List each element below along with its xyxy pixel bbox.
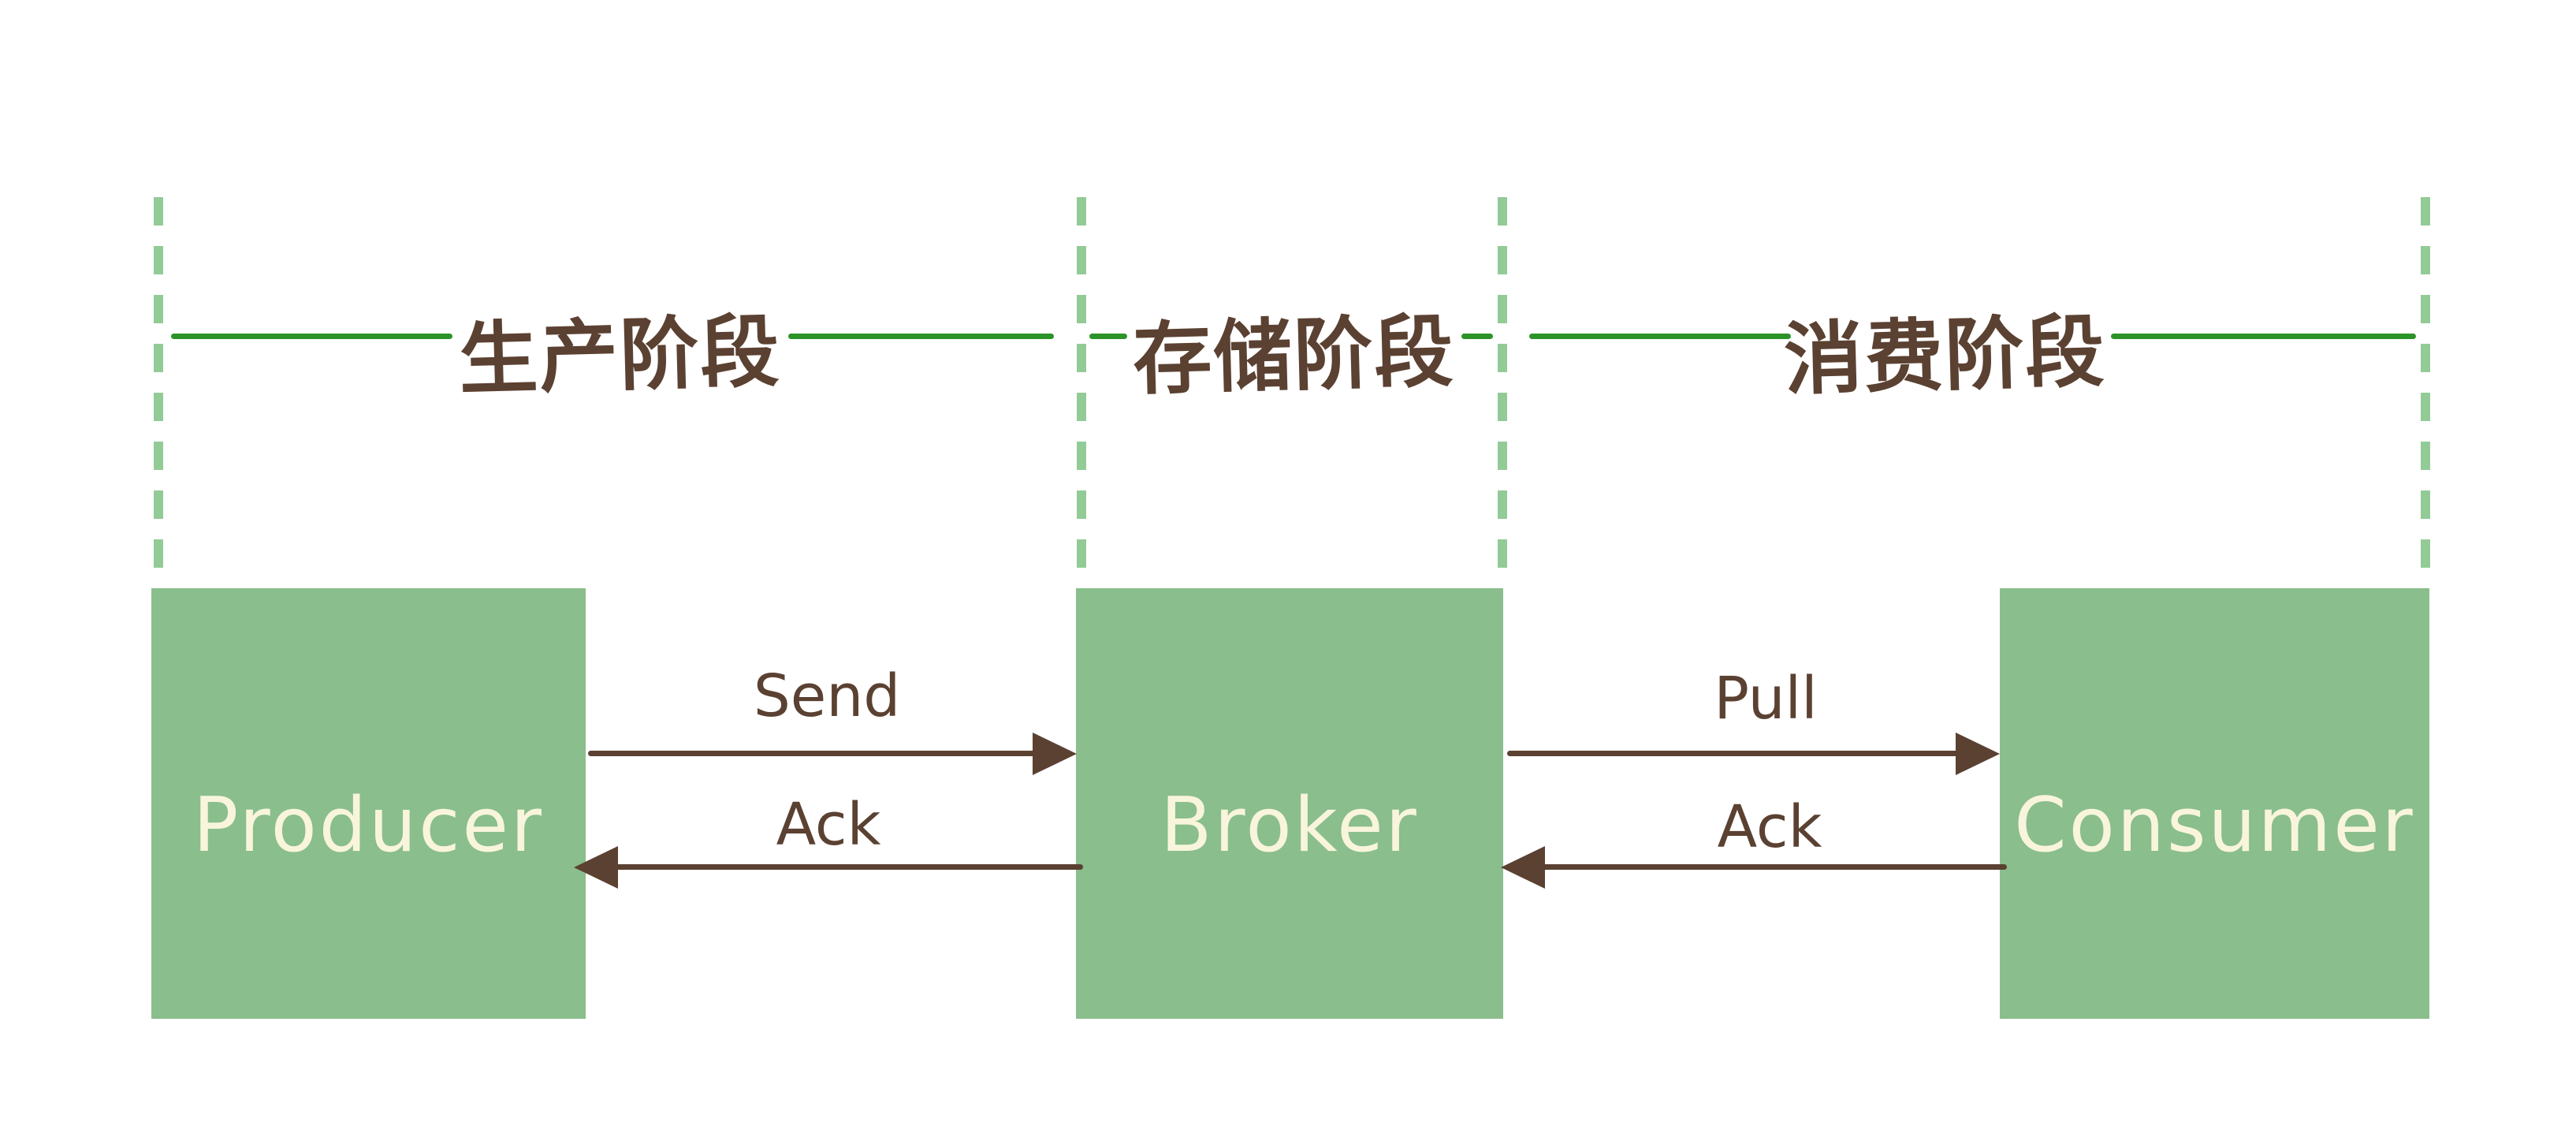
phase-label-consumption: 消费阶段	[1782, 305, 2107, 406]
producer-node-label: Producer	[193, 781, 544, 869]
phase-boundary-dashed-line-4	[2421, 197, 2430, 588]
phase-line-segment	[1529, 334, 1791, 339]
ack-arrow-label-left-side: Ack	[776, 791, 881, 859]
ack-arrow-left-head-right-side	[1501, 846, 1545, 889]
phase-boundary-dashed-line-2	[1077, 197, 1086, 588]
phase-label-production: 生产阶段	[457, 305, 782, 406]
ack-arrow-left-head	[574, 846, 618, 889]
send-arrow-label: Send	[753, 662, 901, 730]
phase-line-segment	[1089, 334, 1127, 339]
consumer-node-label: Consumer	[2014, 781, 2415, 869]
phase-line-segment	[788, 334, 1054, 339]
broker-node: Broker	[1076, 588, 1503, 1019]
send-arrow-right-head	[1033, 733, 1077, 775]
pull-arrow-label: Pull	[1714, 665, 1818, 733]
ack-arrow-shaft-left-side	[615, 864, 1083, 870]
phase-boundary-dashed-line-1	[154, 197, 163, 588]
phase-line-segment	[171, 334, 452, 339]
phase-label-storage: 存储阶段	[1131, 305, 1456, 406]
phase-line-segment	[1461, 334, 1493, 339]
producer-node: Producer	[151, 588, 586, 1019]
phase-boundary-dashed-line-3	[1498, 197, 1507, 588]
broker-node-label: Broker	[1160, 781, 1419, 869]
pull-arrow-right-head	[1956, 733, 2000, 775]
phase-line-segment	[2111, 334, 2416, 339]
ack-arrow-label-right-side: Ack	[1717, 793, 1822, 861]
ack-arrow-shaft-right-side	[1542, 864, 2007, 870]
pull-arrow-shaft	[1507, 751, 1960, 756]
send-arrow-shaft	[588, 751, 1036, 756]
consumer-node: Consumer	[2000, 588, 2429, 1019]
